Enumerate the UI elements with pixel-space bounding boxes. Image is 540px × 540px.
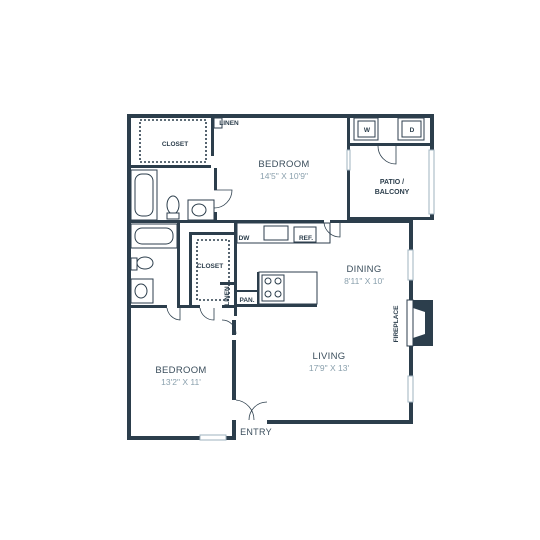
room-labels: BEDROOM 14'5" X 10'9" BEDROOM 13'2" X 11…	[155, 159, 409, 387]
living-dims: 17'9" X 13'	[309, 363, 350, 373]
pantry-label: PAN.	[239, 297, 254, 304]
dryer-label: D	[410, 127, 415, 134]
bedroom2-name: BEDROOM	[155, 365, 206, 376]
bedroom1-name: BEDROOM	[258, 159, 309, 170]
fireplace	[406, 299, 433, 347]
patio-label-line2: BALCONY	[375, 189, 410, 196]
dining-name: DINING	[346, 264, 381, 275]
refrigerator-label: REF.	[299, 235, 313, 242]
dining-dims: 8'11" X 10'	[344, 276, 384, 286]
entry-label: ENTRY	[240, 427, 272, 437]
living-name: LIVING	[313, 351, 346, 362]
patio-label-line1: PATIO /	[380, 179, 404, 186]
linen-top-label: LINEN	[219, 120, 239, 127]
closet-mid-label: CLOSET	[197, 263, 223, 270]
linen-mid-label: LINEN	[224, 286, 231, 306]
windows	[199, 149, 435, 441]
fireplace-label: FIREPLACE	[393, 305, 400, 343]
doors	[166, 145, 397, 421]
dishwasher-label: DW	[239, 235, 251, 242]
fixtures	[130, 117, 425, 305]
washer-label: W	[364, 127, 371, 134]
feature-labels: CLOSET CLOSET LINEN LINEN W D DW REF. PA…	[162, 120, 415, 437]
bedroom2-dims: 13'2" X 11'	[161, 377, 201, 387]
closet-top-label: CLOSET	[162, 141, 188, 148]
bedroom1-dims: 14'5" X 10'9"	[260, 171, 308, 181]
